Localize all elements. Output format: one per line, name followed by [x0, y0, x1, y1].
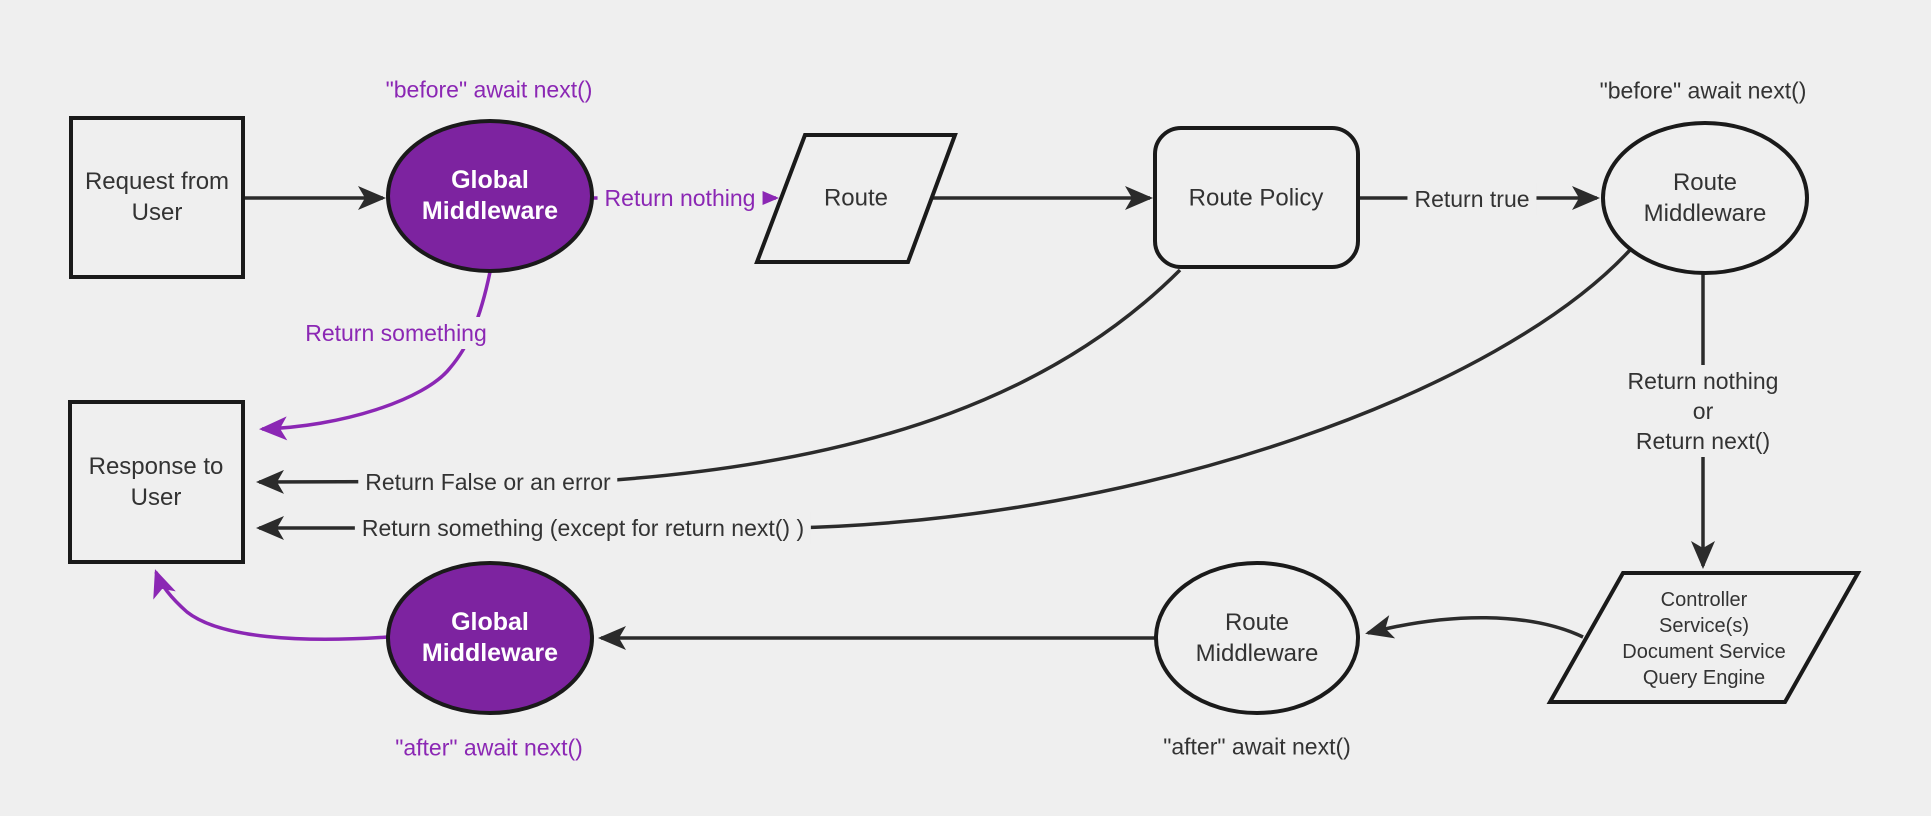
annotation-before-await-next-global: "before" await next(): [385, 76, 593, 103]
node-global-middleware-bottom: [386, 561, 594, 715]
node-label-response-to-user: Response to User: [88, 453, 224, 511]
node-label-route-middleware-top: Route Middleware: [1643, 169, 1767, 227]
edge-controller-to-route-middleware-bottom: [1365, 615, 1584, 639]
edge-label-return-nothing-or-next: Return nothing or Return next(): [1620, 365, 1786, 457]
node-label-global-middleware-top: Global Middleware: [421, 166, 559, 225]
annotation-after-await-next-route: "after" await next(): [1163, 733, 1351, 760]
edge-label-return-true: Return true: [1407, 183, 1537, 215]
node-controller-services: [1546, 571, 1862, 704]
edge-global-middleware-to-response: [259, 271, 492, 441]
node-label-route-middleware-bottom: Route Middleware: [1195, 609, 1319, 667]
node-response-to-user: [68, 400, 245, 564]
annotation-before-await-next-route: "before" await next(): [1599, 77, 1807, 104]
node-label-request-from-user: Request from User: [84, 168, 230, 226]
edge-label-return-false-or-error: Return False or an error: [358, 466, 618, 498]
node-route-policy: [1153, 126, 1360, 269]
node-label-global-middleware-bottom: Global Middleware: [421, 608, 559, 667]
node-route-middleware-top: [1601, 121, 1809, 275]
node-route: [754, 133, 958, 264]
edge-label-return-nothing: Return nothing: [597, 182, 763, 214]
node-label-route: Route: [823, 184, 889, 212]
edge-route-policy-to-response: [256, 268, 1182, 494]
node-label-controller-services: Controller Service(s) Document Service Q…: [1622, 589, 1786, 689]
edge-label-return-something: Return something: [298, 317, 494, 349]
edge-route-middleware-to-response: [256, 248, 1632, 540]
node-route-middleware-bottom: [1154, 561, 1360, 715]
node-global-middleware-top: [386, 119, 594, 273]
edge-global-middleware-bottom-to-response: [153, 569, 389, 642]
annotation-after-await-next-global: "after" await next(): [395, 734, 583, 761]
node-request-from-user: [69, 116, 245, 279]
edge-label-return-something-except: Return something (except for return next…: [354, 512, 812, 544]
node-label-route-policy: Route Policy: [1188, 184, 1324, 212]
